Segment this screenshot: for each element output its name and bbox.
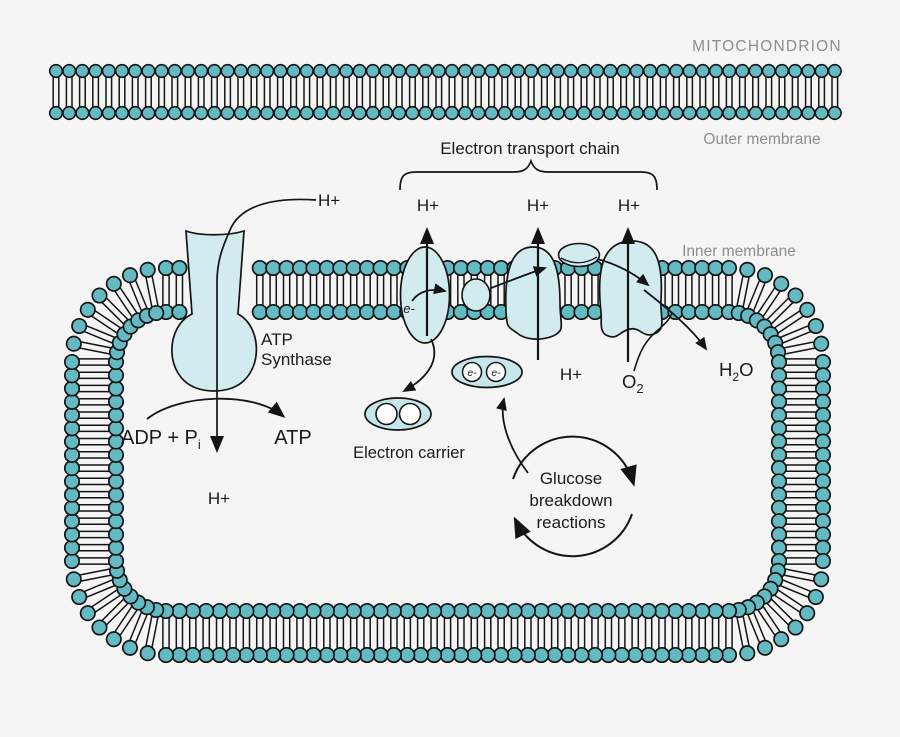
glucose-label-line1: Glucose xyxy=(540,469,602,488)
h2o-subscript: 2 xyxy=(732,370,739,384)
cytochrome-c-detail-line xyxy=(560,256,598,264)
proton-channel-arrow xyxy=(210,198,317,453)
proton-matrix-left-label: H+ xyxy=(208,489,230,508)
electron-carrier-label: Electron carrier xyxy=(353,444,465,462)
ubiquinone-carrier xyxy=(461,278,491,312)
electron-carrier-empty-site-2 xyxy=(398,402,422,426)
etc-complex-1 xyxy=(399,246,451,344)
outer-membrane-bilayer xyxy=(48,63,842,121)
electron-charge-label-1: e- xyxy=(467,367,477,379)
proton-label-3: H+ xyxy=(618,196,640,215)
etc-complex-3 xyxy=(598,240,663,338)
glucose-label-line2: breakdown xyxy=(529,491,612,510)
outer-membrane-label: Outer membrane xyxy=(703,131,820,148)
glucose-label-line3: reactions xyxy=(537,513,606,532)
h2o-h-text: H xyxy=(719,359,732,380)
carrier-to-chain-arrow xyxy=(496,397,529,474)
proton-label-1: H+ xyxy=(417,196,439,215)
electron-label: e- xyxy=(403,301,415,316)
etc-brace xyxy=(399,158,658,191)
glucose-cycle-arc-top xyxy=(512,435,637,487)
mitochondrion-title: MITOCHONDRION xyxy=(692,38,842,55)
electron-carrier-loaded-site-2 xyxy=(485,361,507,383)
glucose-cycle-arc-bottom xyxy=(513,513,633,558)
o2-main-text: O xyxy=(622,371,636,392)
atp-synthase-label-line1: ATP xyxy=(261,330,293,349)
electron-to-water-arrow xyxy=(643,289,708,351)
proton-channel-label: H+ xyxy=(318,191,340,210)
inner-membrane-bilayer xyxy=(63,259,832,664)
h2o-label: H2O xyxy=(719,359,753,384)
inner-membrane-label: Inner membrane xyxy=(682,243,796,260)
electron-path-arrow-2 xyxy=(490,266,547,289)
atp-synthase-label-line2: Synthase xyxy=(261,350,332,369)
o2-label: O2 xyxy=(622,371,644,396)
oxygen-connector-line xyxy=(633,311,673,372)
electron-carrier-empty-site-1 xyxy=(375,402,398,426)
o2-subscript: 2 xyxy=(636,381,643,396)
etc-complex-2 xyxy=(504,246,563,340)
electron-carrier-loaded-site-1 xyxy=(461,361,483,383)
adp-main-text: ADP + P xyxy=(121,427,198,449)
electron-path-arrow-3 xyxy=(596,258,650,287)
electron-path-arrow-1 xyxy=(411,283,447,302)
proton-matrix-label: H+ xyxy=(560,365,582,384)
proton-label-2: H+ xyxy=(527,196,549,215)
adp-subscript: i xyxy=(198,437,201,452)
adp-to-atp-arrow xyxy=(146,397,286,420)
electron-charge-label-2: e- xyxy=(491,367,501,379)
atp-label: ATP xyxy=(274,427,311,449)
atp-synthase-shape xyxy=(171,229,258,392)
etc-label: Electron transport chain xyxy=(440,139,620,158)
adp-pi-label: ADP + Pi xyxy=(121,427,201,452)
h2o-o-text: O xyxy=(739,359,753,380)
carrier-release-arrow xyxy=(402,338,436,392)
